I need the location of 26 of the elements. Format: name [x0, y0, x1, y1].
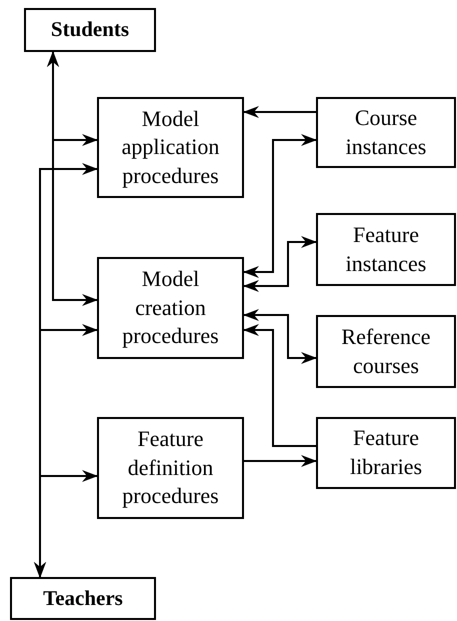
process-box	[316, 97, 456, 168]
box-label: Model creation procedures	[121, 265, 220, 350]
actor-box	[10, 577, 156, 620]
arrow	[243, 236, 317, 292]
process-box	[97, 97, 244, 198]
box-label: Students	[50, 16, 130, 44]
arrow	[243, 134, 317, 278]
box-label: Teachers	[42, 584, 124, 612]
arrow	[47, 51, 98, 306]
box-label: Reference courses	[340, 322, 432, 380]
arrow	[243, 324, 316, 447]
box-label: Feature libraries	[348, 424, 424, 481]
box-label: Model application procedures	[120, 104, 220, 190]
actor-box	[24, 8, 156, 52]
arrow	[243, 106, 316, 118]
process-box	[97, 417, 244, 519]
process-box	[316, 213, 456, 286]
box-label: Feature definition procedures	[121, 425, 220, 510]
arrow	[34, 470, 98, 578]
process-box	[316, 417, 456, 489]
arrow	[244, 455, 317, 467]
box-label: Course instances	[344, 104, 428, 160]
process-box	[316, 315, 456, 388]
process-box	[97, 257, 244, 359]
arrow	[243, 309, 317, 364]
box-label: Feature instances	[344, 220, 428, 278]
